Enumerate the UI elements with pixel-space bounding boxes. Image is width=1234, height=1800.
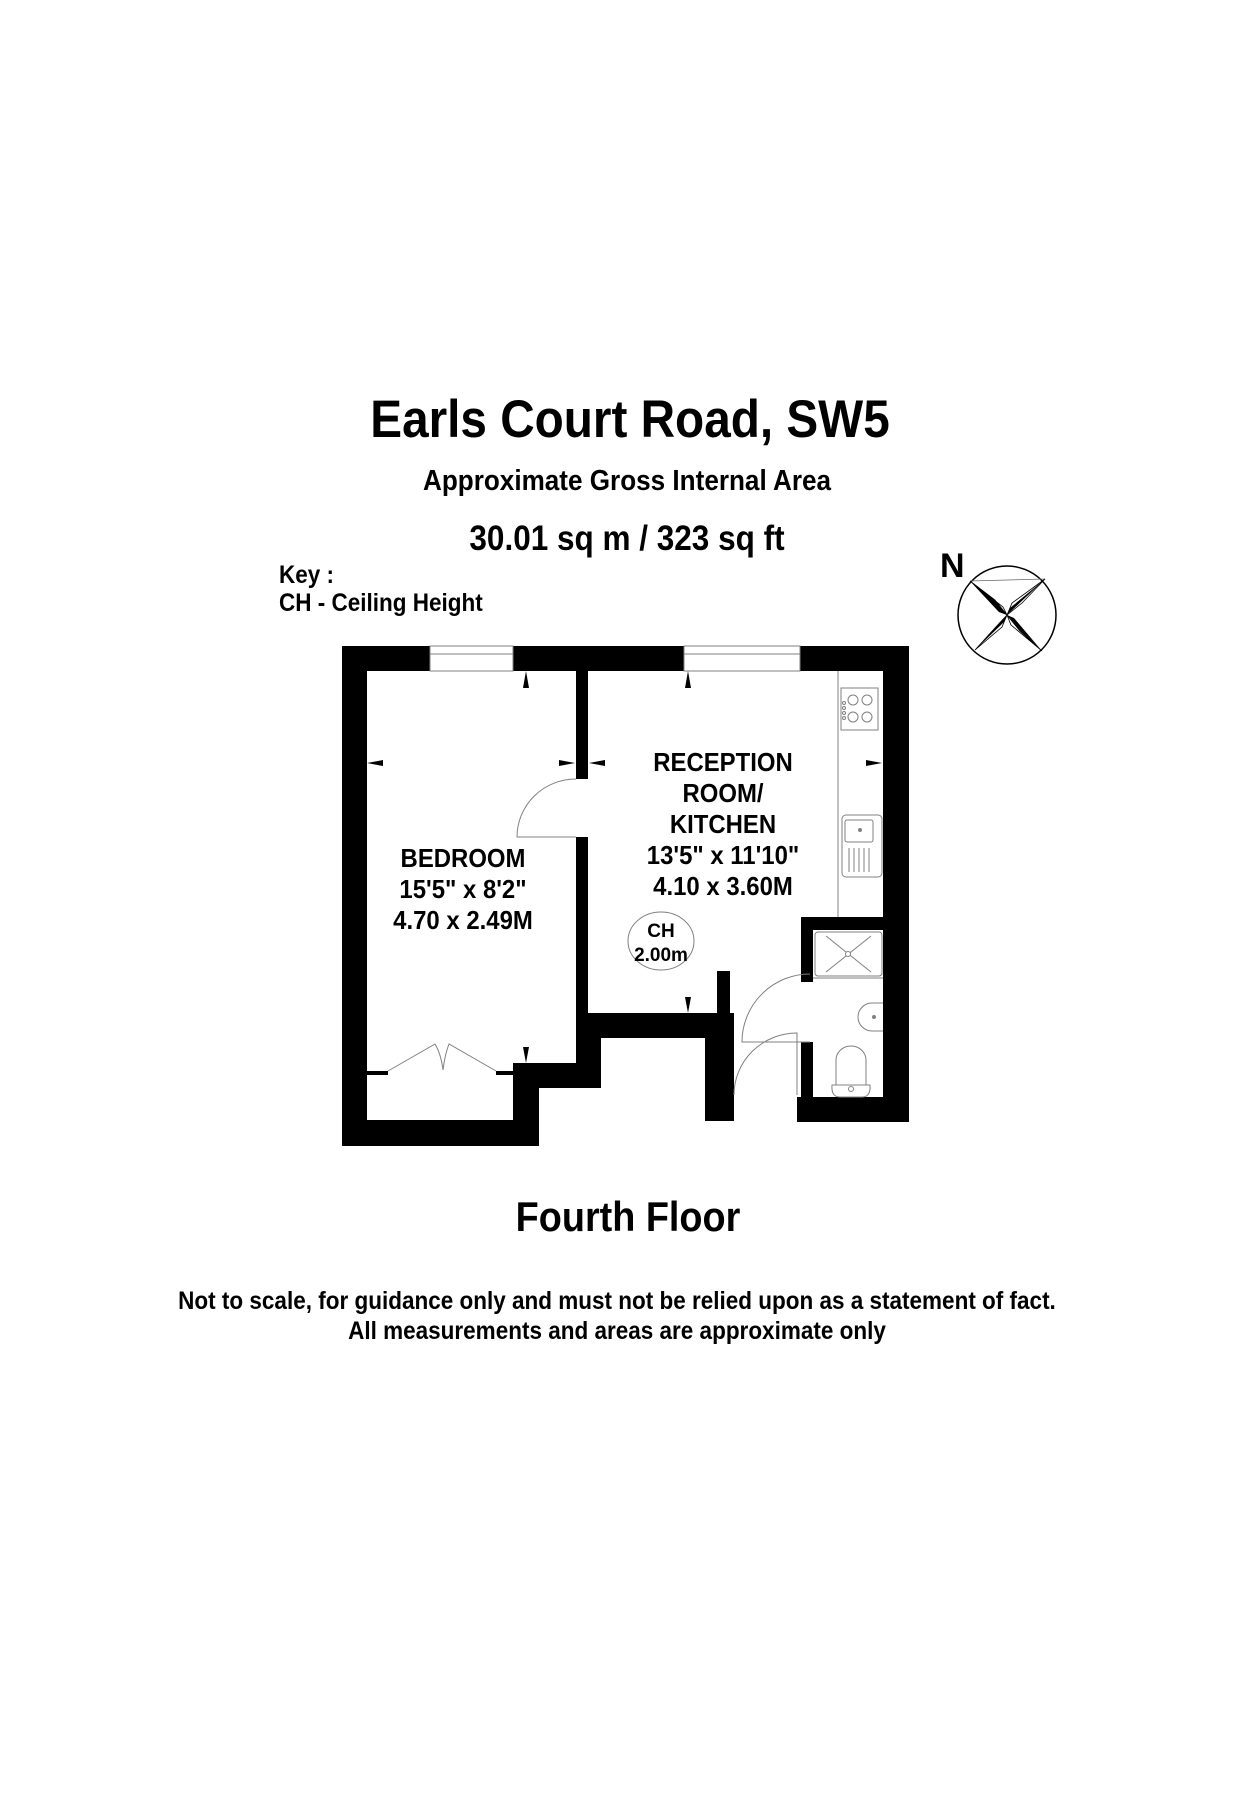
bathroom-door [741,973,811,1043]
shower-tray [814,931,883,977]
reception-window [683,645,801,672]
room-name: BEDROOM [400,843,526,873]
ceiling-height-label: CH 2.00m [626,920,696,968]
disclaimer-line-1: Not to scale, for guidance only and must… [178,1287,1056,1315]
windows [429,645,801,672]
ceiling-height-abbr: CH [647,921,675,942]
dimension-arrows [367,671,882,1063]
compass-rose-icon [957,565,1057,665]
bedroom-door [516,778,577,838]
wardrobe-doors [387,1043,497,1072]
compass-north-label: N [940,547,965,585]
key-item-ceiling-height: CH - Ceiling Height [279,589,483,617]
kitchen-fittings [837,671,883,917]
doors [387,778,811,1096]
page-title: Earls Court Road, SW5 [370,390,890,449]
sink [841,814,883,878]
bedroom-window [429,645,514,672]
ceiling-height-value: 2.00m [634,945,688,966]
wash-basin [857,1002,883,1032]
room-name-line3: KITCHEN [669,809,777,839]
bathroom-fittings [813,931,883,1098]
room-dimensions-metric: 4.10 x 3.60M [653,871,793,901]
area-subtitle: Approximate Gross Internal Area [422,465,832,497]
total-area: 30.01 sq m / 323 sq ft [469,519,785,558]
walls [342,646,909,1146]
floor-label: Fourth Floor [515,1193,741,1240]
hob [840,687,879,731]
entrance-door [733,1032,798,1096]
key-label: Key : [279,561,335,589]
room-dimensions-metric: 4.70 x 2.49M [393,905,533,935]
room-label-bedroom: BEDROOM 15'5" x 8'2" 4.70 x 2.49M [371,843,555,936]
room-label-reception-kitchen: RECEPTION ROOM/ KITCHEN 13'5" x 11'10" 4… [622,747,824,902]
room-name-line2: ROOM/ [682,778,764,808]
room-dimensions-imperial: 13'5" x 11'10" [646,840,800,870]
toilet [835,1045,867,1085]
ceiling-height-marker [627,911,695,971]
disclaimer-line-2: All measurements and areas are approxima… [348,1317,886,1345]
room-name-line1: RECEPTION [653,747,793,777]
room-dimensions-imperial: 15'5" x 8'2" [399,874,527,904]
